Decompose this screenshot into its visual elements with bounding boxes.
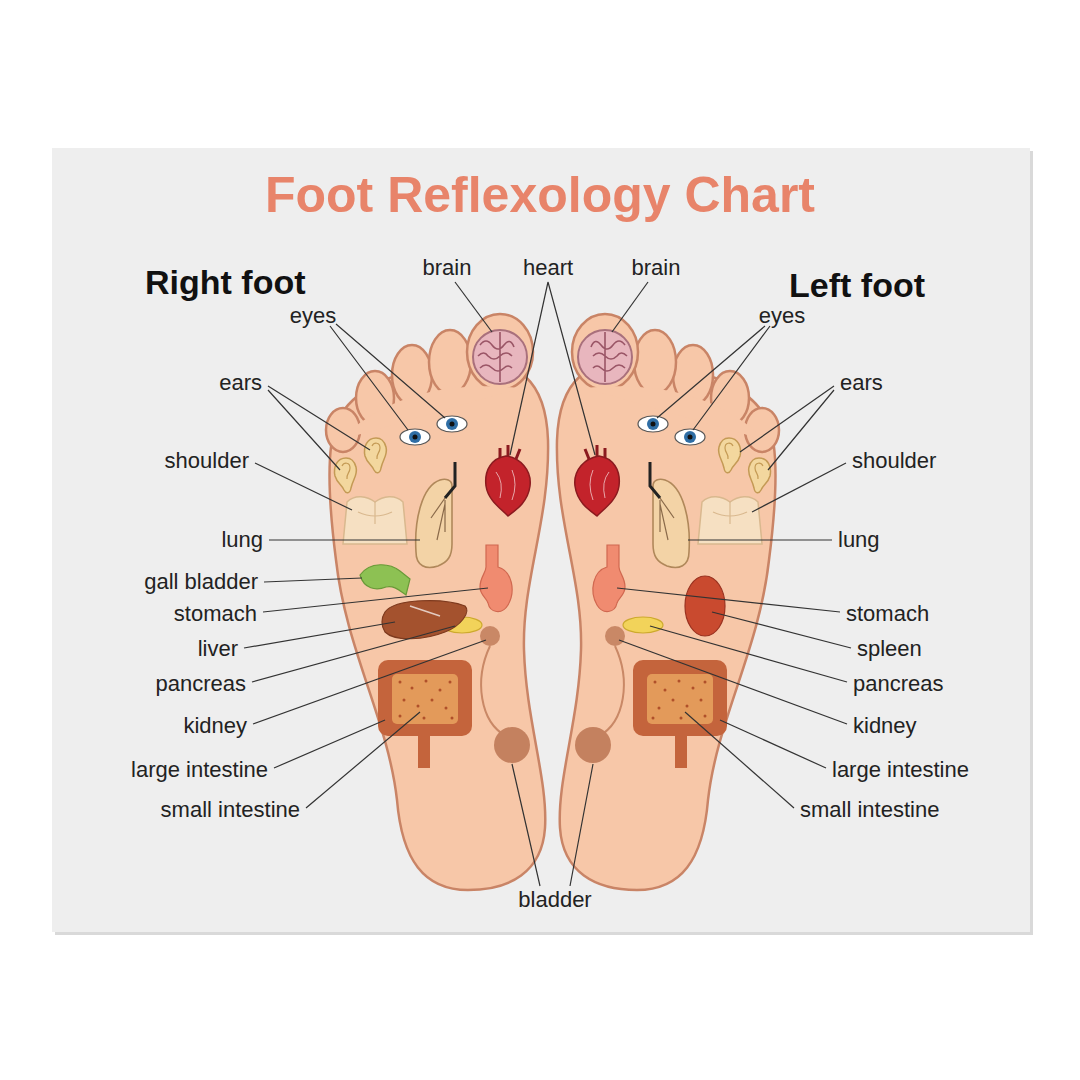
organ-label: pancreas <box>155 671 246 696</box>
shoulder-detail <box>358 502 392 524</box>
ureter <box>481 646 506 736</box>
ear-icon <box>334 458 356 493</box>
toe-base <box>340 386 520 440</box>
organ-label: stomach <box>846 601 929 626</box>
chart-title: Foot Reflexology Chart <box>0 166 1080 224</box>
panel <box>52 148 1030 932</box>
ear-icon <box>364 438 386 473</box>
foot-heading: Right foot <box>145 263 306 302</box>
toe <box>467 314 533 390</box>
organ-label: spleen <box>857 636 922 661</box>
organ-label: ears <box>219 370 262 395</box>
organ-label: shoulder <box>852 448 936 473</box>
organ-label: large intestine <box>131 757 268 782</box>
eye-icon <box>400 429 430 445</box>
organ-label: large intestine <box>832 757 969 782</box>
organ-label: brain <box>423 255 472 280</box>
liver-icon <box>382 601 467 639</box>
foot-outline <box>329 361 548 890</box>
organ-label: stomach <box>174 601 257 626</box>
organ-label: kidney <box>183 713 247 738</box>
brain-icon <box>473 330 527 384</box>
organ-label: liver <box>198 636 238 661</box>
foot-heading: Left foot <box>789 266 925 305</box>
organ-label: lung <box>221 527 263 552</box>
toes <box>326 314 533 452</box>
organ-label: pancreas <box>853 671 944 696</box>
organ-label: heart <box>523 255 573 280</box>
toe <box>429 330 471 394</box>
organ-label: bladder <box>518 887 591 912</box>
organ-label: gall bladder <box>144 569 258 594</box>
lung-icon <box>416 462 455 567</box>
liver-detail <box>410 606 440 616</box>
organ-label: ears <box>840 370 883 395</box>
organ-label: eyes <box>759 303 805 328</box>
organ-label: shoulder <box>165 448 249 473</box>
intestine-icon <box>378 660 472 768</box>
bladder-icon <box>494 727 530 763</box>
organ-label: brain <box>632 255 681 280</box>
organ-label: small intestine <box>161 797 300 822</box>
stomach-icon <box>480 545 512 612</box>
heart-icon <box>486 445 531 516</box>
shoulder-icon <box>343 497 407 544</box>
organ-label: small intestine <box>800 797 939 822</box>
leader-lines <box>244 282 851 886</box>
kidney-icon <box>480 626 500 646</box>
eye-icon <box>437 416 467 432</box>
gall-bladder-icon <box>360 565 410 595</box>
organ-label: kidney <box>853 713 917 738</box>
spleen-icon <box>685 576 725 636</box>
organ-label: lung <box>838 527 880 552</box>
organ-label: eyes <box>290 303 336 328</box>
